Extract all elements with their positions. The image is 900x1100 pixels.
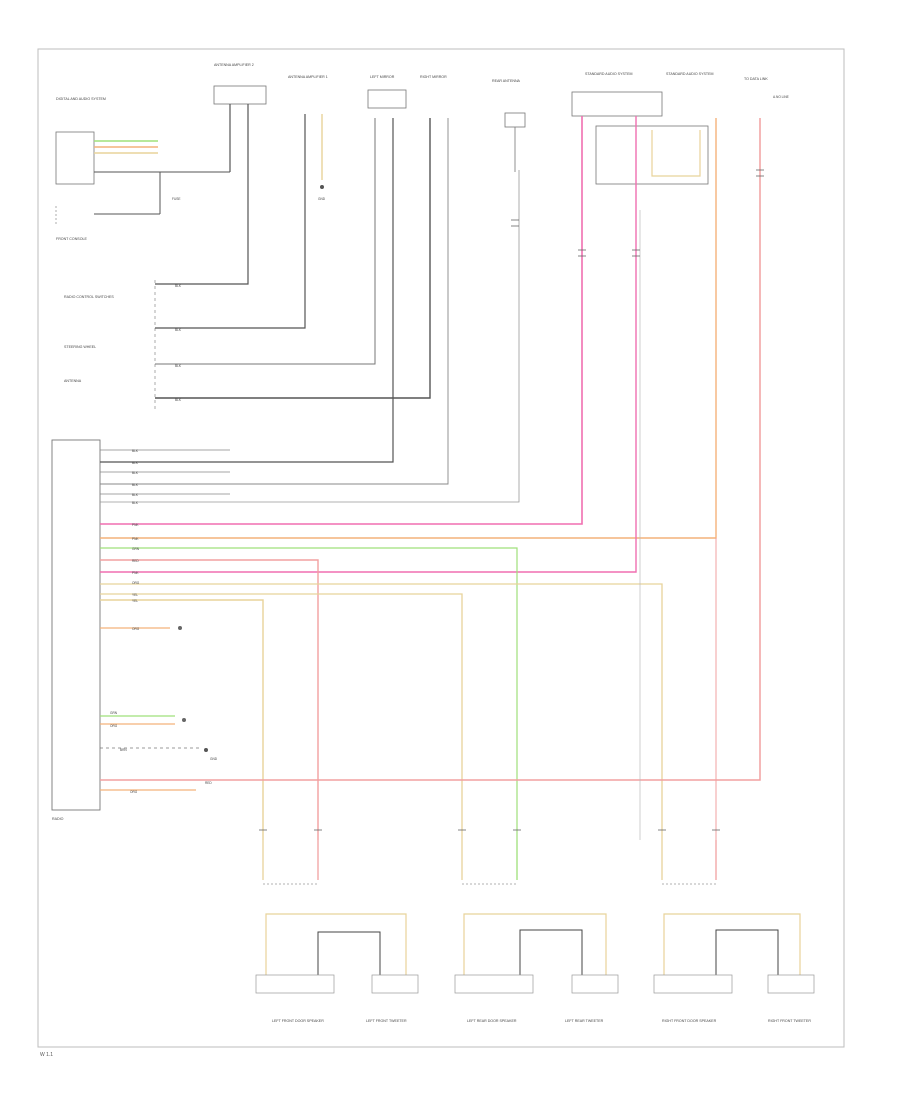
wire-label: RED [132, 559, 139, 563]
wire-label: ORG [130, 790, 138, 794]
antenna-amplifier-2: ANTENNA AMPLIFIER 2 [213, 63, 267, 105]
diagram-code: W 1.1 [40, 1052, 53, 1058]
component-label: ANTENNA AMPLIFIER 2 [214, 63, 254, 67]
signal-wires [100, 116, 761, 840]
digital-audio-module [55, 131, 95, 185]
radio-stubs: GND [100, 626, 218, 791]
wire-label: BLK [175, 364, 182, 368]
speaker-group-right-front: RIGHT FRONT DOOR SPEAKER RIGHT FRONT TWE… [653, 840, 815, 1023]
antenna-amplifier-1: ANTENNA AMPLIFIER 1 [288, 75, 328, 79]
left-components: DIGITAL AND AUDIO SYSTEM FRONT CONSOLE R… [51, 97, 156, 821]
ground-bus: GND [100, 104, 520, 503]
wire-label: BLK [175, 284, 182, 288]
wire-label: BLK [175, 328, 182, 332]
module-wires: FUSE [94, 140, 230, 215]
wire-label: ORG [132, 627, 140, 631]
ground-label: GND [210, 757, 218, 761]
wire-label: BLK [132, 501, 139, 505]
speaker-group-left-front: LEFT FRONT DOOR SPEAKER LEFT FRONT TWEET… [255, 840, 419, 1023]
rear-antenna: REAR ANTENNA [492, 79, 526, 128]
wire-label: YEL [132, 599, 138, 603]
wire-label: BLK [175, 398, 182, 402]
component-label: RADIO [52, 817, 64, 821]
wire-label: BLK [132, 483, 139, 487]
speaker-groups: LEFT FRONT DOOR SPEAKER LEFT FRONT TWEET… [255, 840, 815, 1023]
top-components: ANTENNA AMPLIFIER 2 ANTENNA AMPLIFIER 1 … [213, 63, 789, 185]
wire-label: ORG [132, 581, 140, 585]
component-label: STANDARD AUDIO SYSTEM [585, 72, 632, 76]
component-label: ANTENNA AMPLIFIER 1 [288, 75, 328, 79]
component-label: REAR ANTENNA [492, 79, 521, 83]
wire-label: GRN [132, 547, 140, 551]
speaker-label: LEFT FRONT DOOR SPEAKER [272, 1019, 324, 1023]
svg-text:A.NO LINE: A.NO LINE [773, 95, 789, 99]
wire-label: BLK [132, 471, 139, 475]
diagram-frame [37, 48, 845, 1048]
wire-label: RED [205, 781, 212, 785]
speaker-label: LEFT FRONT TWEETER [366, 1019, 407, 1023]
standard-audio-system-1: STANDARD AUDIO SYSTEM [571, 72, 663, 117]
component-label: ANTENNA [64, 379, 82, 383]
radio-pin-labels: BLK BLK BLK BLK BLK BLK PNK PNK GRN RED … [110, 449, 212, 794]
component-label: LEFT MIRROR [370, 75, 395, 79]
wire-label: YEL [132, 593, 138, 597]
component-label: DIGITAL AND AUDIO SYSTEM [56, 97, 106, 101]
radio-unit [51, 439, 101, 811]
component-label: STEERING WHEEL [64, 345, 96, 349]
speaker-label: LEFT REAR DOOR SPEAKER [467, 1019, 517, 1023]
wire-label: GRN [110, 711, 118, 715]
component-label: RADIO CONTROL SWITCHES [64, 295, 114, 299]
component-label: TO DATA LINK [744, 77, 768, 81]
connector-marks [259, 169, 764, 831]
speaker-label: RIGHT FRONT TWEETER [768, 1019, 811, 1023]
speaker-label: RIGHT FRONT DOOR SPEAKER [662, 1019, 717, 1023]
standard-audio-system-2: STANDARD AUDIO SYSTEM [595, 72, 713, 185]
component-label: RIGHT MIRROR [420, 75, 447, 79]
left-mirror: LEFT MIRROR [367, 75, 407, 109]
speaker-label: LEFT REAR TWEETER [565, 1019, 604, 1023]
bus-labels: BLK BLK BLK BLK [175, 284, 182, 402]
speaker-group-left-rear: LEFT REAR DOOR SPEAKER LEFT REAR TWEETER [454, 840, 619, 1023]
wire-label: PNK [132, 571, 139, 575]
wire-label: BLK [132, 493, 139, 497]
wire-label: PNK [132, 537, 139, 541]
fuse-label: FUSE [172, 197, 181, 201]
wire-label: BLK [132, 449, 139, 453]
right-mirror: RIGHT MIRROR [420, 75, 447, 79]
component-label: STANDARD AUDIO SYSTEM [666, 72, 713, 76]
ground-label: GND [318, 197, 326, 201]
wire-label: PNK [132, 523, 139, 527]
component-label: FRONT CONSOLE [56, 237, 87, 241]
wire-label: BLK [132, 461, 139, 465]
wire-label: BRN [120, 748, 127, 752]
data-link-connector: TO DATA LINK A.NO LINE [744, 77, 789, 99]
wire-label: ORG [110, 724, 118, 728]
